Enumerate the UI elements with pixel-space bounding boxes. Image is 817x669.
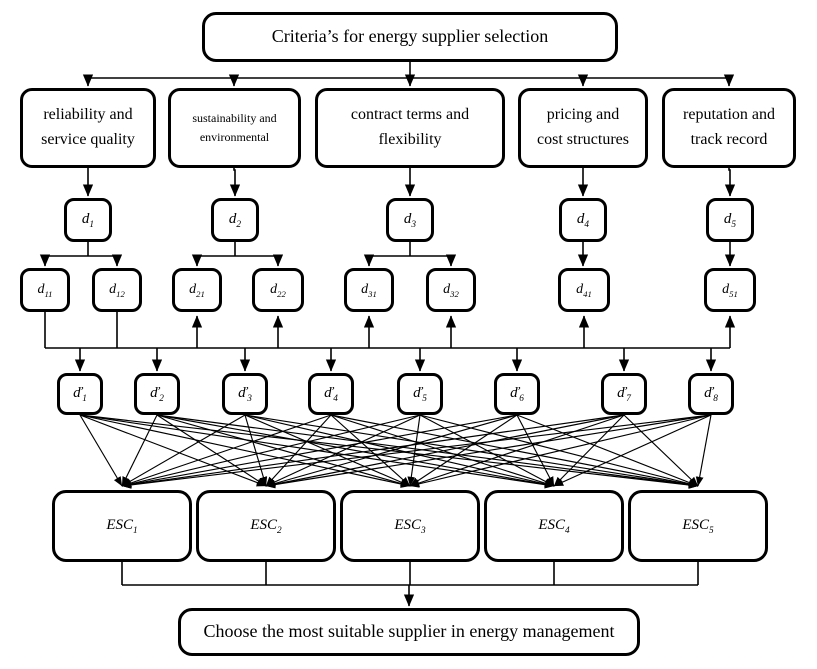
d-caron-6-label: ď6	[510, 384, 524, 404]
goal-label: Choose the most suitable supplier in ene…	[203, 621, 615, 642]
esc-1-label: ESC1	[106, 516, 138, 536]
d-caron-3-label: ď3	[238, 384, 252, 404]
d-node-d1[interactable]: d1	[64, 198, 112, 242]
d-leaf-d11-label: d11	[37, 281, 53, 299]
d-leaf-d32[interactable]: d32	[426, 268, 476, 312]
d-node-d5-label: d5	[723, 210, 737, 230]
d-caron-node-4[interactable]: ď4	[308, 373, 354, 415]
criteria-2-line2: environmental	[199, 130, 270, 144]
d-caron-node-8[interactable]: ď8	[688, 373, 734, 415]
d-caron-node-5[interactable]: ď5	[397, 373, 443, 415]
d-node-d1-label: d1	[81, 210, 95, 230]
d-leaf-d31-label: d31	[361, 281, 377, 299]
d-node-d2[interactable]: d2	[211, 198, 259, 242]
criteria-3-line2: flexibility	[378, 131, 442, 148]
d-leaf-d21[interactable]: d21	[172, 268, 222, 312]
d-leaf-d21-label: d21	[189, 281, 205, 299]
criteria-box-1[interactable]: reliability and service quality	[20, 88, 156, 168]
d-caron-7-label: ď7	[617, 384, 631, 404]
criteria-5-line2: track record	[690, 131, 768, 148]
d-caron-node-3[interactable]: ď3	[222, 373, 268, 415]
esc-box-2[interactable]: ESC2	[196, 490, 336, 562]
d-node-d4-label: d4	[576, 210, 590, 230]
d-leaf-d12[interactable]: d12	[92, 268, 142, 312]
d-node-d2-label: d2	[228, 210, 242, 230]
d-caron-node-6[interactable]: ď6	[494, 373, 540, 415]
criteria-1-line2: service quality	[41, 131, 135, 148]
esc-5-label: ESC5	[682, 516, 714, 536]
d-caron-node-1[interactable]: ď1	[57, 373, 103, 415]
d-node-d5[interactable]: d5	[706, 198, 754, 242]
d-node-d3-label: d3	[403, 210, 417, 230]
esc-box-5[interactable]: ESC5	[628, 490, 768, 562]
criteria-box-2[interactable]: sustainability and environmental	[168, 88, 301, 168]
esc-box-3[interactable]: ESC3	[340, 490, 480, 562]
criteria-5-line1: reputation and	[683, 106, 775, 124]
esc-3-label: ESC3	[394, 516, 426, 536]
esc-box-1[interactable]: ESC1	[52, 490, 192, 562]
d-leaf-d51[interactable]: d51	[704, 268, 756, 312]
criteria-2-line1: sustainability and	[192, 111, 277, 126]
criteria-3-line1: contract terms and	[350, 106, 470, 124]
d-leaf-d22-label: d22	[270, 281, 286, 299]
d-leaf-d41[interactable]: d41	[558, 268, 610, 312]
esc-box-4[interactable]: ESC4	[484, 490, 624, 562]
d-node-d4[interactable]: d4	[559, 198, 607, 242]
esc-2-label: ESC2	[250, 516, 282, 536]
d-caron-node-7[interactable]: ď7	[601, 373, 647, 415]
d-leaf-d11[interactable]: d11	[20, 268, 70, 312]
criteria-4-line2: cost structures	[537, 131, 629, 148]
title-box: Criteria’s for energy supplier selection	[202, 12, 618, 62]
d-leaf-d22[interactable]: d22	[252, 268, 304, 312]
d-leaf-d12-label: d12	[109, 281, 125, 299]
criteria-box-5[interactable]: reputation and track record	[662, 88, 796, 168]
criteria-box-3[interactable]: contract terms and flexibility	[315, 88, 505, 168]
title-label: Criteria’s for energy supplier selection	[271, 26, 549, 47]
d-leaf-d51-label: d51	[722, 281, 738, 299]
criteria-4-line1: pricing and	[546, 106, 620, 124]
d-caron-5-label: ď5	[413, 384, 427, 404]
esc-4-label: ESC4	[538, 516, 570, 536]
d-caron-1-label: ď1	[73, 384, 87, 404]
d-caron-4-label: ď4	[324, 384, 338, 404]
d-leaf-d31[interactable]: d31	[344, 268, 394, 312]
d-leaf-d41-label: d41	[576, 281, 592, 299]
goal-box: Choose the most suitable supplier in ene…	[178, 608, 640, 656]
d-leaf-d32-label: d32	[443, 281, 459, 299]
d-node-d3[interactable]: d3	[386, 198, 434, 242]
criteria-box-4[interactable]: pricing and cost structures	[518, 88, 648, 168]
d-caron-2-label: ď2	[150, 384, 164, 404]
d-caron-8-label: ď8	[704, 384, 718, 404]
d-caron-node-2[interactable]: ď2	[134, 373, 180, 415]
criteria-1-line1: reliability and	[43, 106, 133, 124]
